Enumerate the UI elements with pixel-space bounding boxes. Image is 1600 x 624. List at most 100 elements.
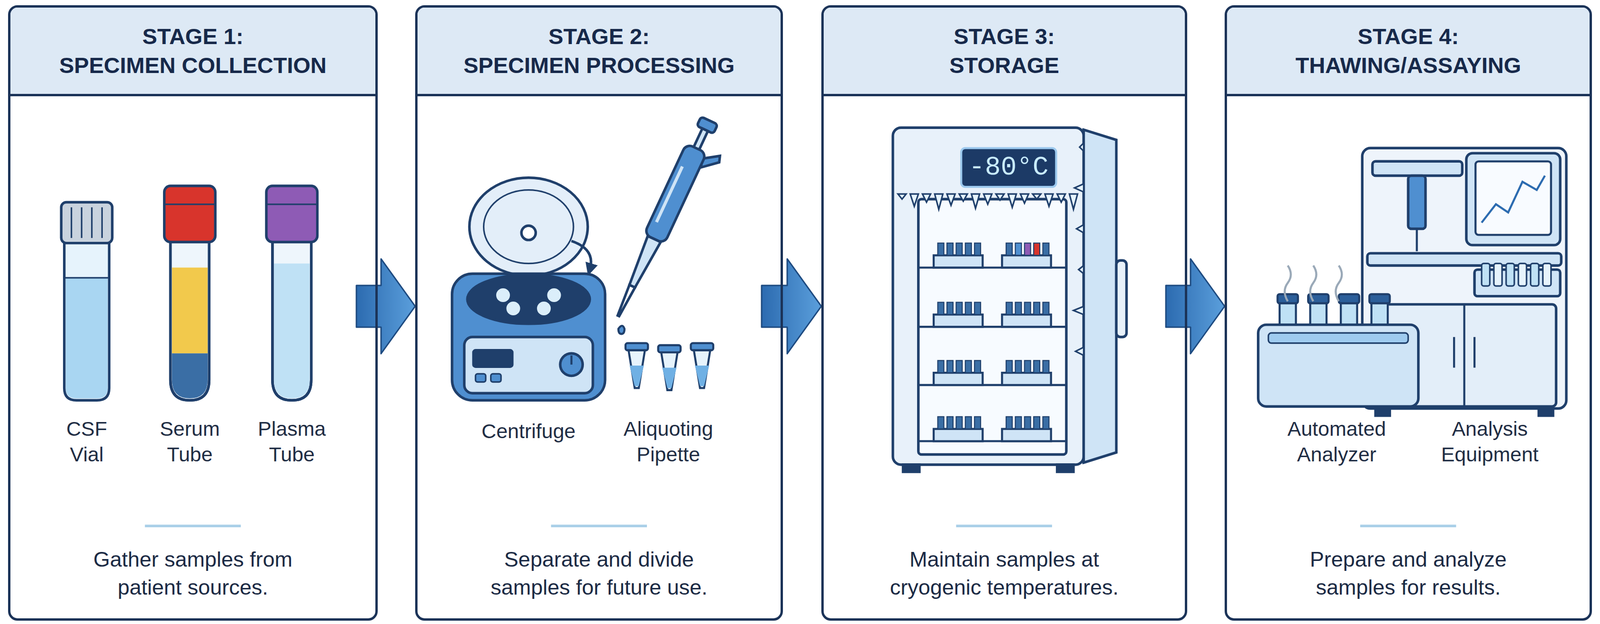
steam [1284, 265, 1291, 301]
csf-vial [81, 207, 83, 238]
plasma-tube [272, 239, 312, 400]
freezer-shelf [933, 314, 983, 327]
analysis-equipment [1473, 336, 1476, 368]
stage-panel: STAGE 1:SPECIMEN COLLECTIONGather sample… [8, 5, 378, 621]
tube-rack [1493, 263, 1502, 286]
tube-rack [1481, 263, 1490, 286]
thawing-tube [1369, 293, 1390, 303]
serum-tube [170, 239, 210, 400]
tube-rack [1518, 263, 1527, 286]
freezer-shelf [1015, 360, 1022, 373]
frost [1079, 143, 1084, 152]
freezer-shelf [933, 254, 983, 268]
stage-panel: STAGE 2:SPECIMEN PROCESSINGSeparate and … [415, 5, 783, 621]
serum-tube [164, 203, 216, 205]
freezer-shelf [1001, 372, 1051, 385]
centrifuge [467, 274, 590, 324]
freezer [892, 127, 1084, 465]
freezer-shelf [1015, 302, 1022, 315]
steam [1284, 265, 1343, 301]
water-bath [1258, 265, 1419, 407]
divider-line [145, 524, 241, 528]
aliquot-tubes [618, 325, 714, 391]
analysis-equipment [1375, 408, 1390, 416]
tube-rack [1530, 263, 1539, 286]
freezer-shelf [1015, 416, 1022, 429]
tube-rack [1506, 263, 1515, 286]
analysis-equipment [1415, 228, 1418, 251]
item-label: Serum Tube [159, 416, 220, 468]
freezer-shelf [946, 360, 954, 373]
centrifuge [571, 240, 591, 270]
serum-tube [172, 267, 208, 354]
freezer-shelf [946, 302, 954, 315]
frost [1045, 193, 1054, 207]
analysis-equipment [1475, 161, 1551, 235]
aliquoting-pipette [625, 236, 661, 290]
analysis-equipment [1463, 304, 1465, 407]
analysis-equipment [1481, 175, 1545, 223]
flow-arrow [761, 258, 822, 354]
analysis-equipment [1372, 161, 1463, 176]
freezer [892, 127, 1127, 472]
item-label: Aliquoting Pipette [623, 416, 714, 468]
freezer-shelf [1006, 302, 1013, 315]
divider-line [551, 524, 647, 528]
divider-line [1360, 524, 1456, 528]
centrifuge [473, 350, 513, 367]
freezer-shelf [974, 360, 981, 373]
aliquot-tubes [693, 350, 710, 389]
freezer-shelf [965, 243, 972, 256]
freezer-shelf [946, 243, 954, 256]
centrifuge [521, 225, 536, 240]
stage-header: STAGE 3:STORAGE [823, 7, 1185, 97]
stage-title: SPECIMEN PROCESSING [463, 50, 735, 80]
aliquoting-pipette [656, 166, 683, 222]
freezer-shelf [974, 302, 981, 315]
analysis-equipment [1466, 153, 1561, 246]
freezer-shelf [1033, 360, 1040, 373]
frost [946, 193, 955, 206]
steam [1310, 265, 1317, 301]
aliquot-tubes [625, 343, 648, 351]
thawing-tube [1277, 293, 1299, 303]
plasma-tube [273, 263, 310, 399]
frost [1075, 346, 1084, 355]
tube-rack [1481, 263, 1551, 286]
freezer-shelf [955, 416, 963, 429]
freezer [1116, 260, 1127, 337]
stage-number: STAGE 4: [1357, 21, 1459, 51]
aliquot-tubes [661, 352, 678, 391]
centrifuge [560, 353, 583, 376]
frost [995, 193, 1004, 200]
aliquot-tubes [662, 367, 677, 388]
plasma-tube [266, 203, 318, 205]
centrifuge [452, 273, 606, 400]
csf-vial [64, 243, 110, 401]
item-label: Centrifuge [481, 418, 576, 445]
freezer-shelf [918, 243, 1067, 442]
stage-title: STORAGE [949, 50, 1060, 80]
stage-description: Prepare and analyze samples for results. [1275, 545, 1542, 601]
stage-number: STAGE 3: [953, 21, 1055, 51]
water-bath [1258, 324, 1419, 407]
csf-vial [65, 276, 109, 279]
stage-title: SPECIMEN COLLECTION [59, 50, 327, 80]
item-label: Plasma Tube [257, 416, 326, 468]
freezer-shelf [965, 360, 972, 373]
centrifuge [452, 177, 606, 401]
freezer-shelf [946, 416, 954, 429]
frost [898, 143, 1084, 356]
serum-tube [172, 353, 208, 399]
thawing-tube [1338, 293, 1360, 303]
aliquot-tubes [618, 325, 625, 334]
freezer-shelf [1024, 360, 1031, 373]
freezer-shelf [1006, 360, 1013, 373]
freezer-shelf [1042, 416, 1049, 429]
centrifuge [505, 300, 522, 317]
serum-tube [170, 239, 210, 400]
item-label: Analysis Equipment [1441, 416, 1539, 468]
frost [910, 193, 919, 207]
freezer-shelf [1001, 428, 1051, 442]
